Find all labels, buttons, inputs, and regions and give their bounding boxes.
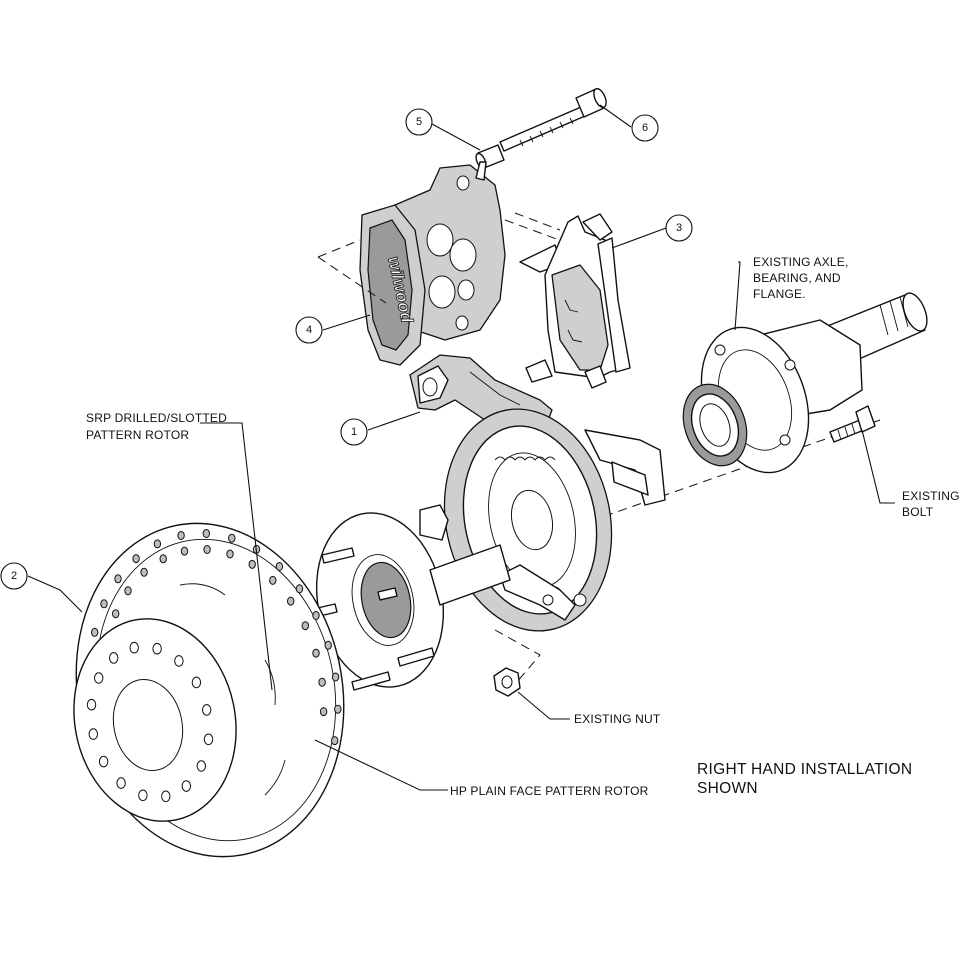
drill-hole	[138, 789, 148, 802]
drill-hole	[161, 790, 171, 803]
drill-hole	[129, 641, 139, 654]
existing-axle-assembly	[682, 292, 928, 474]
drill-hole	[331, 736, 339, 746]
installation-note-line2: SHOWN	[697, 780, 758, 797]
drill-hole	[228, 533, 236, 543]
installation-note: RIGHT HAND INSTALLATION SHOWN	[697, 761, 912, 797]
drill-hole	[324, 640, 332, 650]
drill-hole	[94, 672, 104, 684]
drill-hole	[124, 586, 132, 596]
label-existing-nut: EXISTING NUT	[574, 712, 661, 726]
label-bolt-line2: BOLT	[902, 505, 934, 519]
drill-hole	[100, 599, 108, 609]
callout-2: 2	[0, 562, 28, 590]
caliper: wilwood	[359, 161, 506, 366]
drill-hole	[312, 611, 320, 620]
drill-hole	[301, 621, 309, 631]
drill-hole	[312, 648, 320, 658]
callout-6: 6	[631, 114, 659, 142]
label-existing-axle: EXISTING AXLE, BEARING, AND FLANGE.	[753, 255, 849, 301]
callout-4: 4	[295, 316, 323, 344]
drill-hole	[331, 672, 340, 682]
drill-hole	[109, 652, 119, 664]
drill-hole	[287, 596, 295, 606]
drill-hole	[153, 539, 162, 549]
drill-hole	[152, 642, 162, 655]
drill-hole	[114, 574, 122, 584]
label-srp-line2: PATTERN ROTOR	[86, 428, 189, 442]
drill-hole	[88, 728, 99, 740]
label-axle-line1: EXISTING AXLE,	[753, 255, 849, 269]
brake-pads	[519, 213, 631, 389]
label-existing-bolt: EXISTING BOLT	[902, 489, 960, 519]
label-hp-rotor: HP PLAIN FACE PATTERN ROTOR	[450, 784, 649, 798]
drill-hole	[319, 707, 328, 717]
label-axle-line2: BEARING, AND	[753, 271, 841, 285]
label-srp-rotor: SRP DRILLED/SLOTTED PATTERN ROTOR	[86, 411, 227, 442]
drill-hole	[202, 704, 212, 716]
callout-5: 5	[405, 108, 433, 136]
drill-hole	[318, 677, 326, 687]
drill-hole	[116, 777, 126, 789]
hub-hat-with-studs	[299, 512, 511, 691]
caliper-bolt	[499, 87, 607, 152]
existing-nut	[493, 667, 521, 697]
caliper-outline-dashes	[317, 212, 601, 304]
drill-hole	[248, 559, 256, 569]
rotor-drill-holes	[86, 529, 342, 814]
callout-2-number: 2	[11, 570, 17, 582]
drill-hole	[159, 554, 167, 564]
drill-hole	[196, 760, 207, 772]
rotor-hat-holes	[86, 641, 214, 803]
callout-3: 3	[665, 214, 693, 242]
drill-hole	[181, 780, 192, 792]
label-axle-line3: FLANGE.	[753, 287, 806, 301]
drill-hole	[202, 529, 211, 538]
installation-note-line1: RIGHT HAND INSTALLATION	[697, 761, 912, 778]
callout-1-number: 1	[351, 426, 357, 438]
drill-hole	[86, 698, 97, 711]
callout-4-number: 4	[306, 324, 312, 336]
drill-hole	[91, 627, 99, 637]
callout-5-number: 5	[416, 116, 422, 128]
drill-hole	[275, 562, 284, 571]
drill-hole	[140, 567, 148, 577]
drill-hole	[334, 704, 342, 714]
existing-bolt	[829, 405, 876, 443]
drill-hole	[269, 575, 277, 585]
brake-rotor	[73, 522, 345, 858]
drill-hole	[180, 546, 189, 556]
leader-lines	[27, 104, 895, 791]
callout-3-number: 3	[676, 222, 682, 234]
drill-hole	[226, 549, 234, 559]
drill-hole	[203, 545, 211, 554]
drill-hole	[203, 733, 214, 746]
drill-hole	[132, 554, 140, 564]
drill-hole	[174, 655, 184, 667]
drill-hole	[177, 531, 185, 540]
drill-hole	[112, 609, 120, 619]
parking-brake-backing-plate	[419, 408, 666, 632]
callout-6-number: 6	[642, 122, 648, 134]
label-bolt-line1: EXISTING	[902, 489, 960, 503]
callout-1: 1	[340, 418, 368, 446]
drill-hole	[98, 755, 109, 768]
drill-hole	[191, 676, 202, 689]
drill-hole	[295, 584, 304, 594]
label-srp-line1: SRP DRILLED/SLOTTED	[86, 411, 227, 425]
